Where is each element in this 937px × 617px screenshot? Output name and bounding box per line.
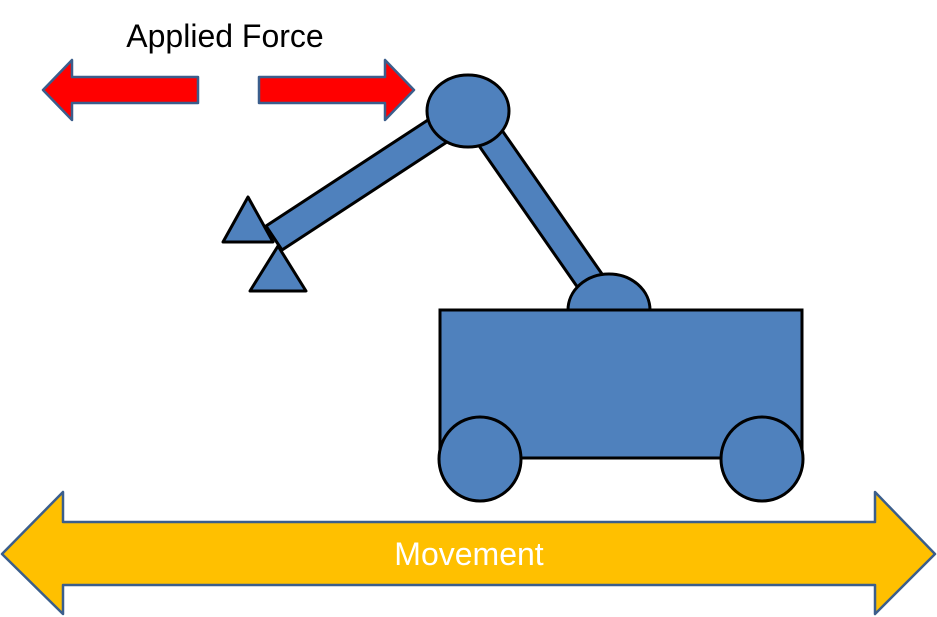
- movement-label: Movement: [394, 536, 544, 572]
- shoulder-joint: [425, 73, 511, 149]
- force-arrow-left-icon: [41, 58, 200, 122]
- applied-force-label: Applied Force: [126, 18, 323, 54]
- force-arrow-right-icon: [257, 58, 416, 122]
- movement-double-arrow-icon: [0, 490, 937, 616]
- gripper-upper-finger: [221, 195, 275, 244]
- gripper-lower-finger: [248, 244, 308, 293]
- right-wheel: [719, 415, 805, 503]
- left-wheel: [437, 415, 523, 503]
